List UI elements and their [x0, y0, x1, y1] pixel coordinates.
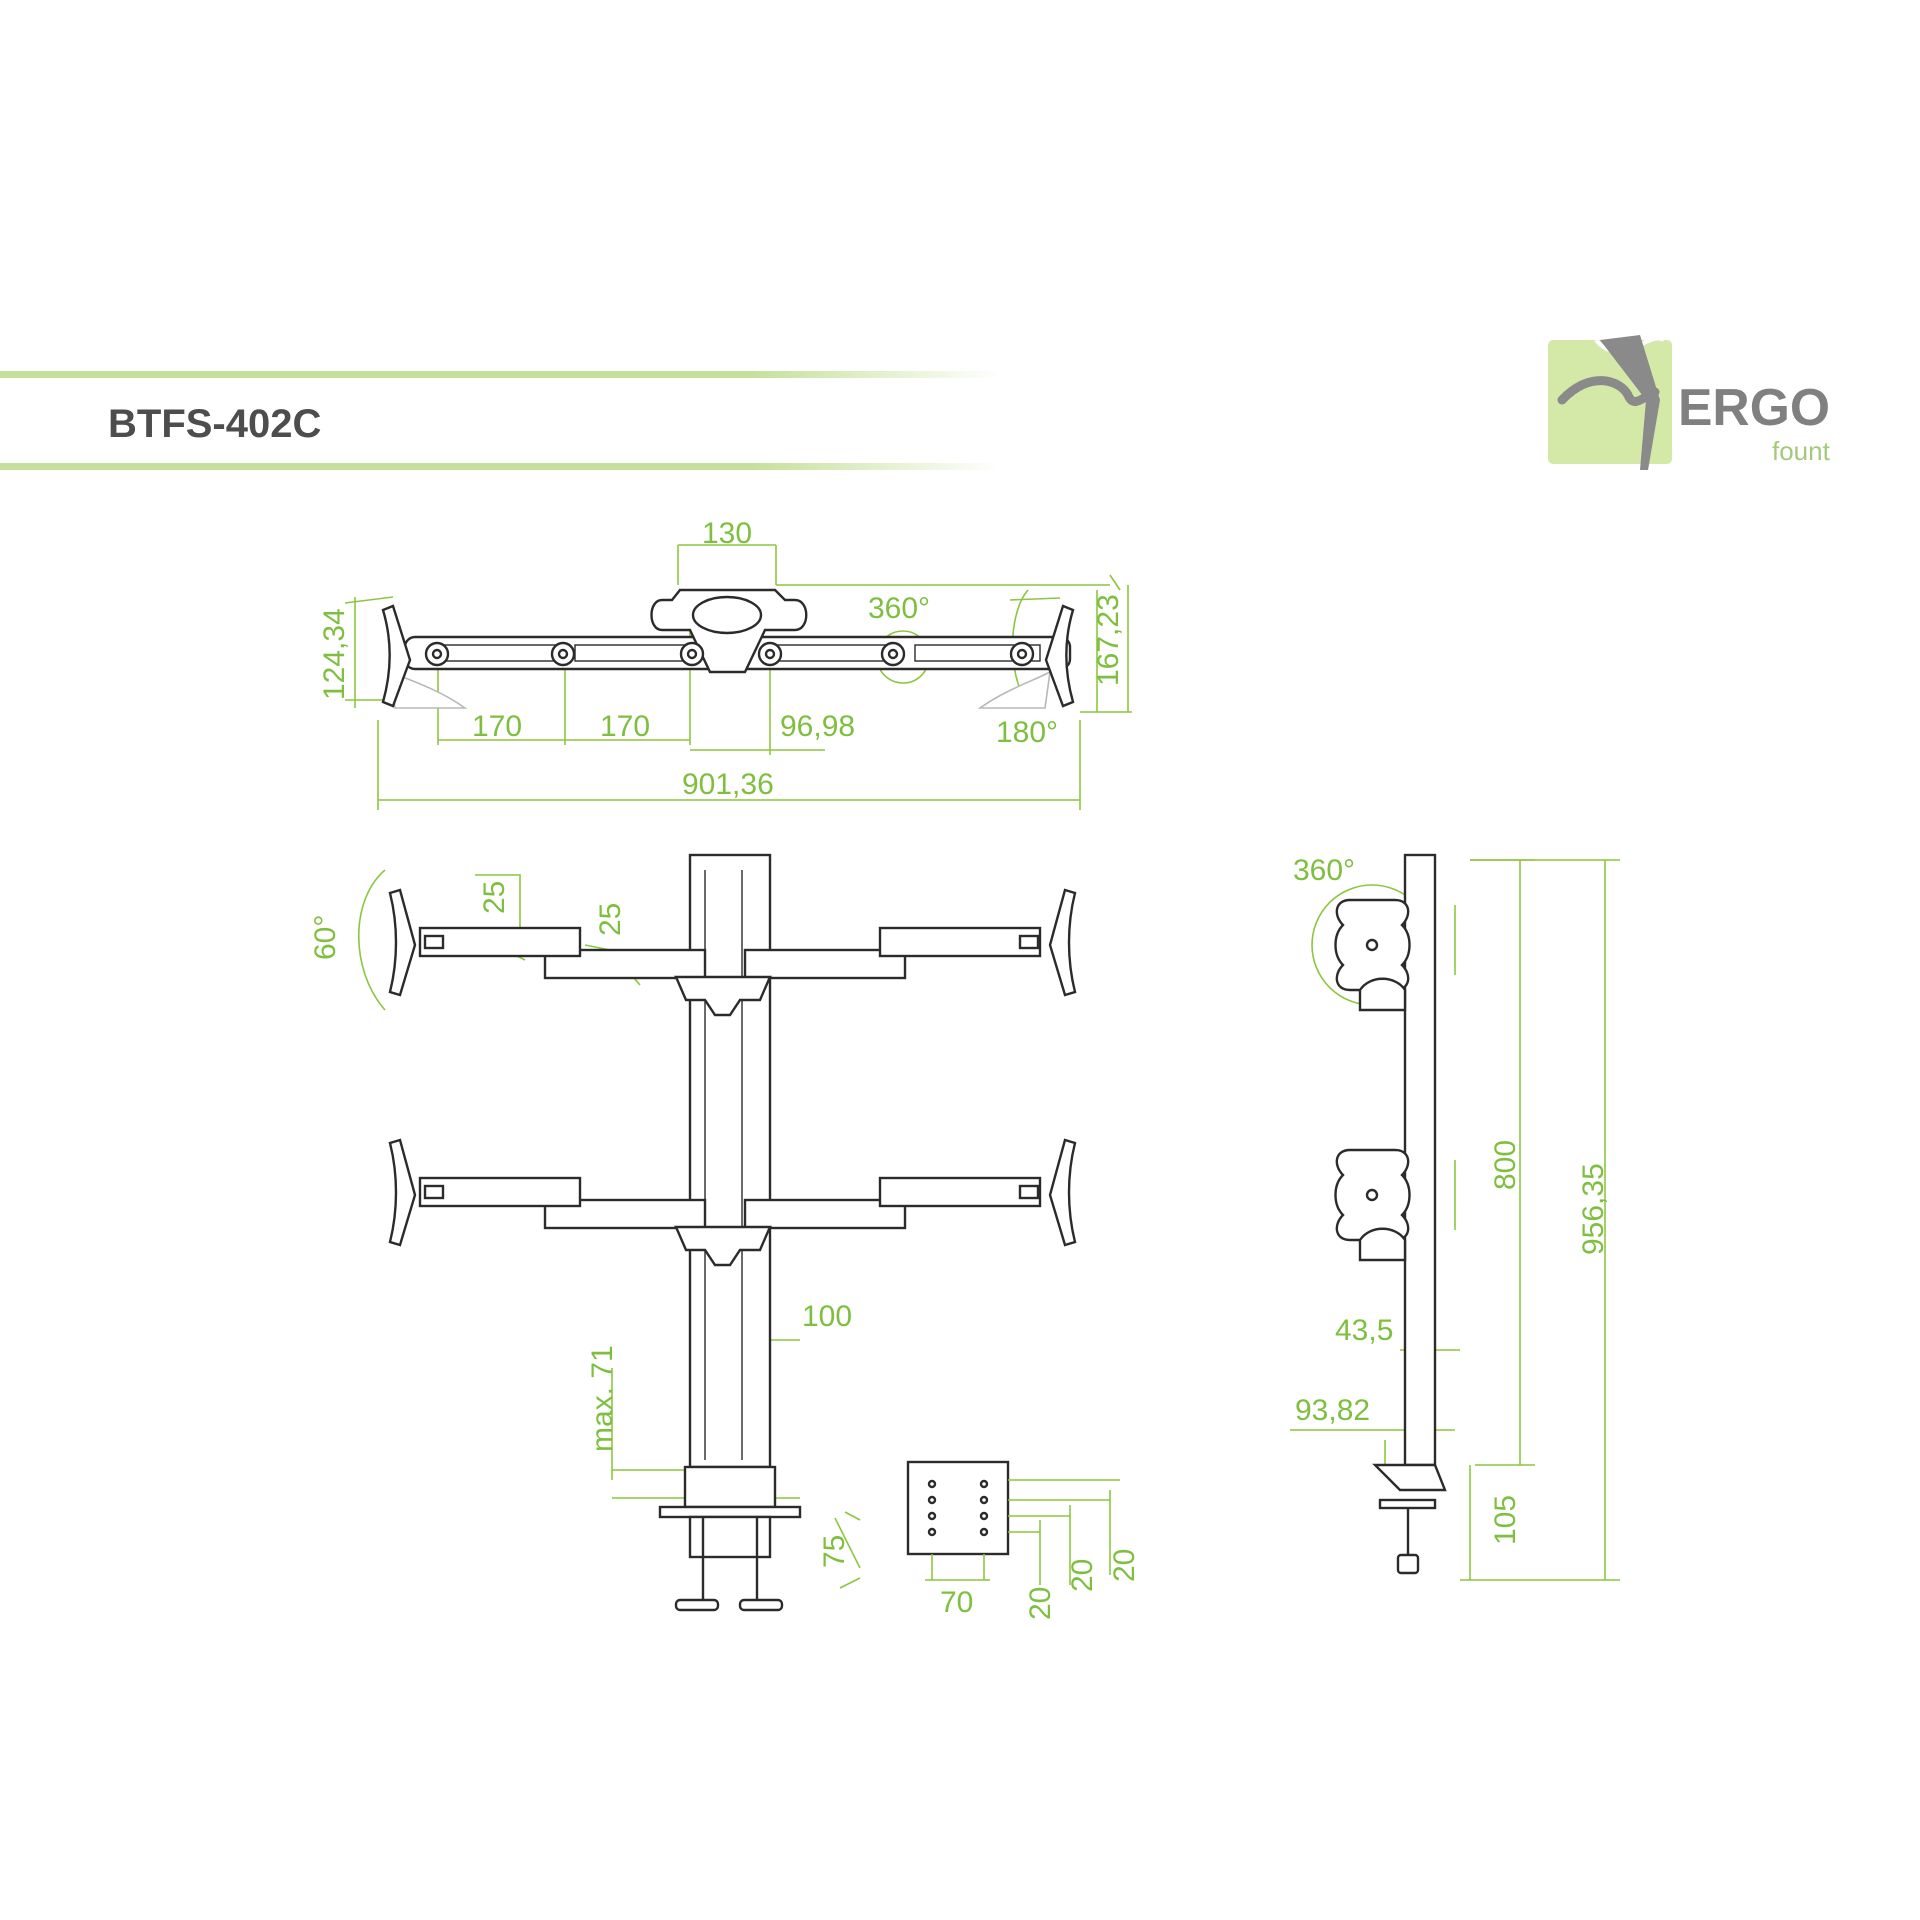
dim-130: 130 [702, 517, 752, 550]
side-view: 360° 800 956,35 43,5 93,82 105 [1290, 853, 1620, 1581]
dim-901-36: 901,36 [682, 768, 774, 801]
dim-96-98: 96,98 [780, 710, 855, 743]
front-view: 60° 25 25 100 max. 71 75 70 20 20 20 [309, 853, 1141, 1620]
dim-25-b: 25 [594, 903, 627, 936]
logo-sub: fount [1772, 436, 1831, 466]
mounting-plate [906, 1460, 1010, 1556]
logo-word: ERGO [1678, 379, 1830, 437]
dim-max-71: max. 71 [586, 1345, 619, 1452]
dim-70: 70 [940, 1586, 973, 1619]
dim-800: 800 [1489, 1140, 1522, 1190]
dim-75: 75 [818, 1535, 851, 1568]
ergofount-logo: ERGO fount [1548, 335, 1831, 470]
header-rule-top [0, 371, 1000, 378]
dim-60: 60° [309, 915, 342, 960]
dim-20-b: 20 [1066, 1559, 1099, 1592]
dim-20-c: 20 [1108, 1549, 1141, 1582]
header-rule-bottom [0, 463, 1000, 470]
dim-170-b: 170 [600, 710, 650, 743]
dim-100: 100 [802, 1300, 852, 1333]
top-view: 130 360° 124,34 167,23 170 170 96,98 180… [318, 517, 1132, 810]
dim-25-a: 25 [478, 881, 511, 914]
dim-105: 105 [1489, 1495, 1522, 1545]
dim-43-5: 43,5 [1335, 1314, 1393, 1347]
product-title: BTFS-402C [108, 402, 321, 446]
dim-20-a: 20 [1024, 1587, 1057, 1620]
dim-180: 180° [996, 716, 1058, 749]
dim-167-23: 167,23 [1092, 594, 1125, 686]
dim-170-a: 170 [472, 710, 522, 743]
dim-124-34: 124,34 [318, 608, 351, 700]
dim-top-360: 360° [868, 592, 930, 625]
dim-93-82: 93,82 [1295, 1394, 1370, 1427]
dim-956-35: 956,35 [1577, 1163, 1610, 1255]
dim-side-360: 360° [1293, 854, 1355, 887]
header: BTFS-402C [0, 371, 1000, 470]
